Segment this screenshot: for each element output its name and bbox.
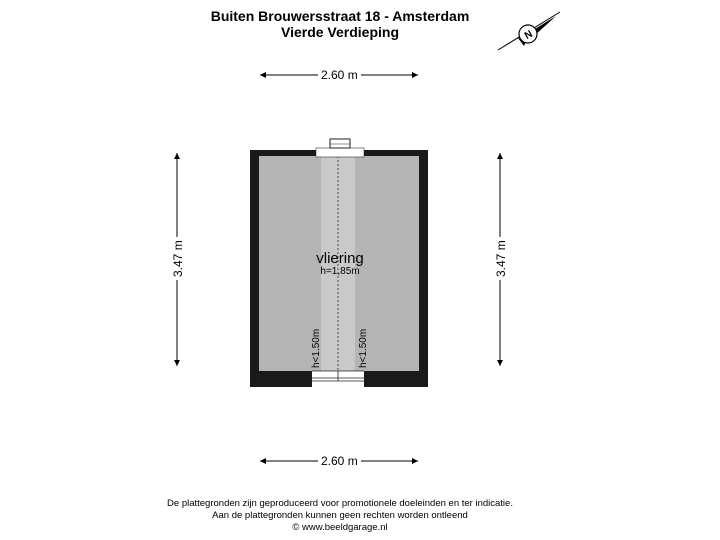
floor-title: Vierde Verdieping [280, 24, 399, 40]
low-zone-left [259, 156, 321, 371]
address-title: Buiten Brouwersstraat 18 - Amsterdam [210, 8, 470, 24]
room-name: vliering [316, 250, 364, 267]
disclaimer-line-1: De plattegronden zijn geproduceerd voor … [167, 498, 513, 509]
top-opening [315, 138, 365, 158]
width-top-label: 2.60 m [318, 68, 361, 82]
disclaimer-line-2: Aan de plattegronden kunnen geen rechten… [212, 510, 468, 521]
copyright-line: © www.beeldgarage.nl [292, 522, 388, 533]
bottom-window [312, 370, 364, 388]
low-height-left-label: h<1.50m [311, 328, 322, 368]
height-right-label: 3.47 m [494, 237, 508, 280]
compass-letter: N [523, 29, 535, 42]
compass-icon: N [496, 8, 562, 59]
room-height: h=1,85m [320, 266, 360, 277]
height-left-label: 3.47 m [171, 237, 185, 280]
low-height-right-label: h<1.50m [358, 328, 369, 368]
width-bottom-label: 2.60 m [318, 454, 361, 468]
center-strip [321, 156, 355, 371]
